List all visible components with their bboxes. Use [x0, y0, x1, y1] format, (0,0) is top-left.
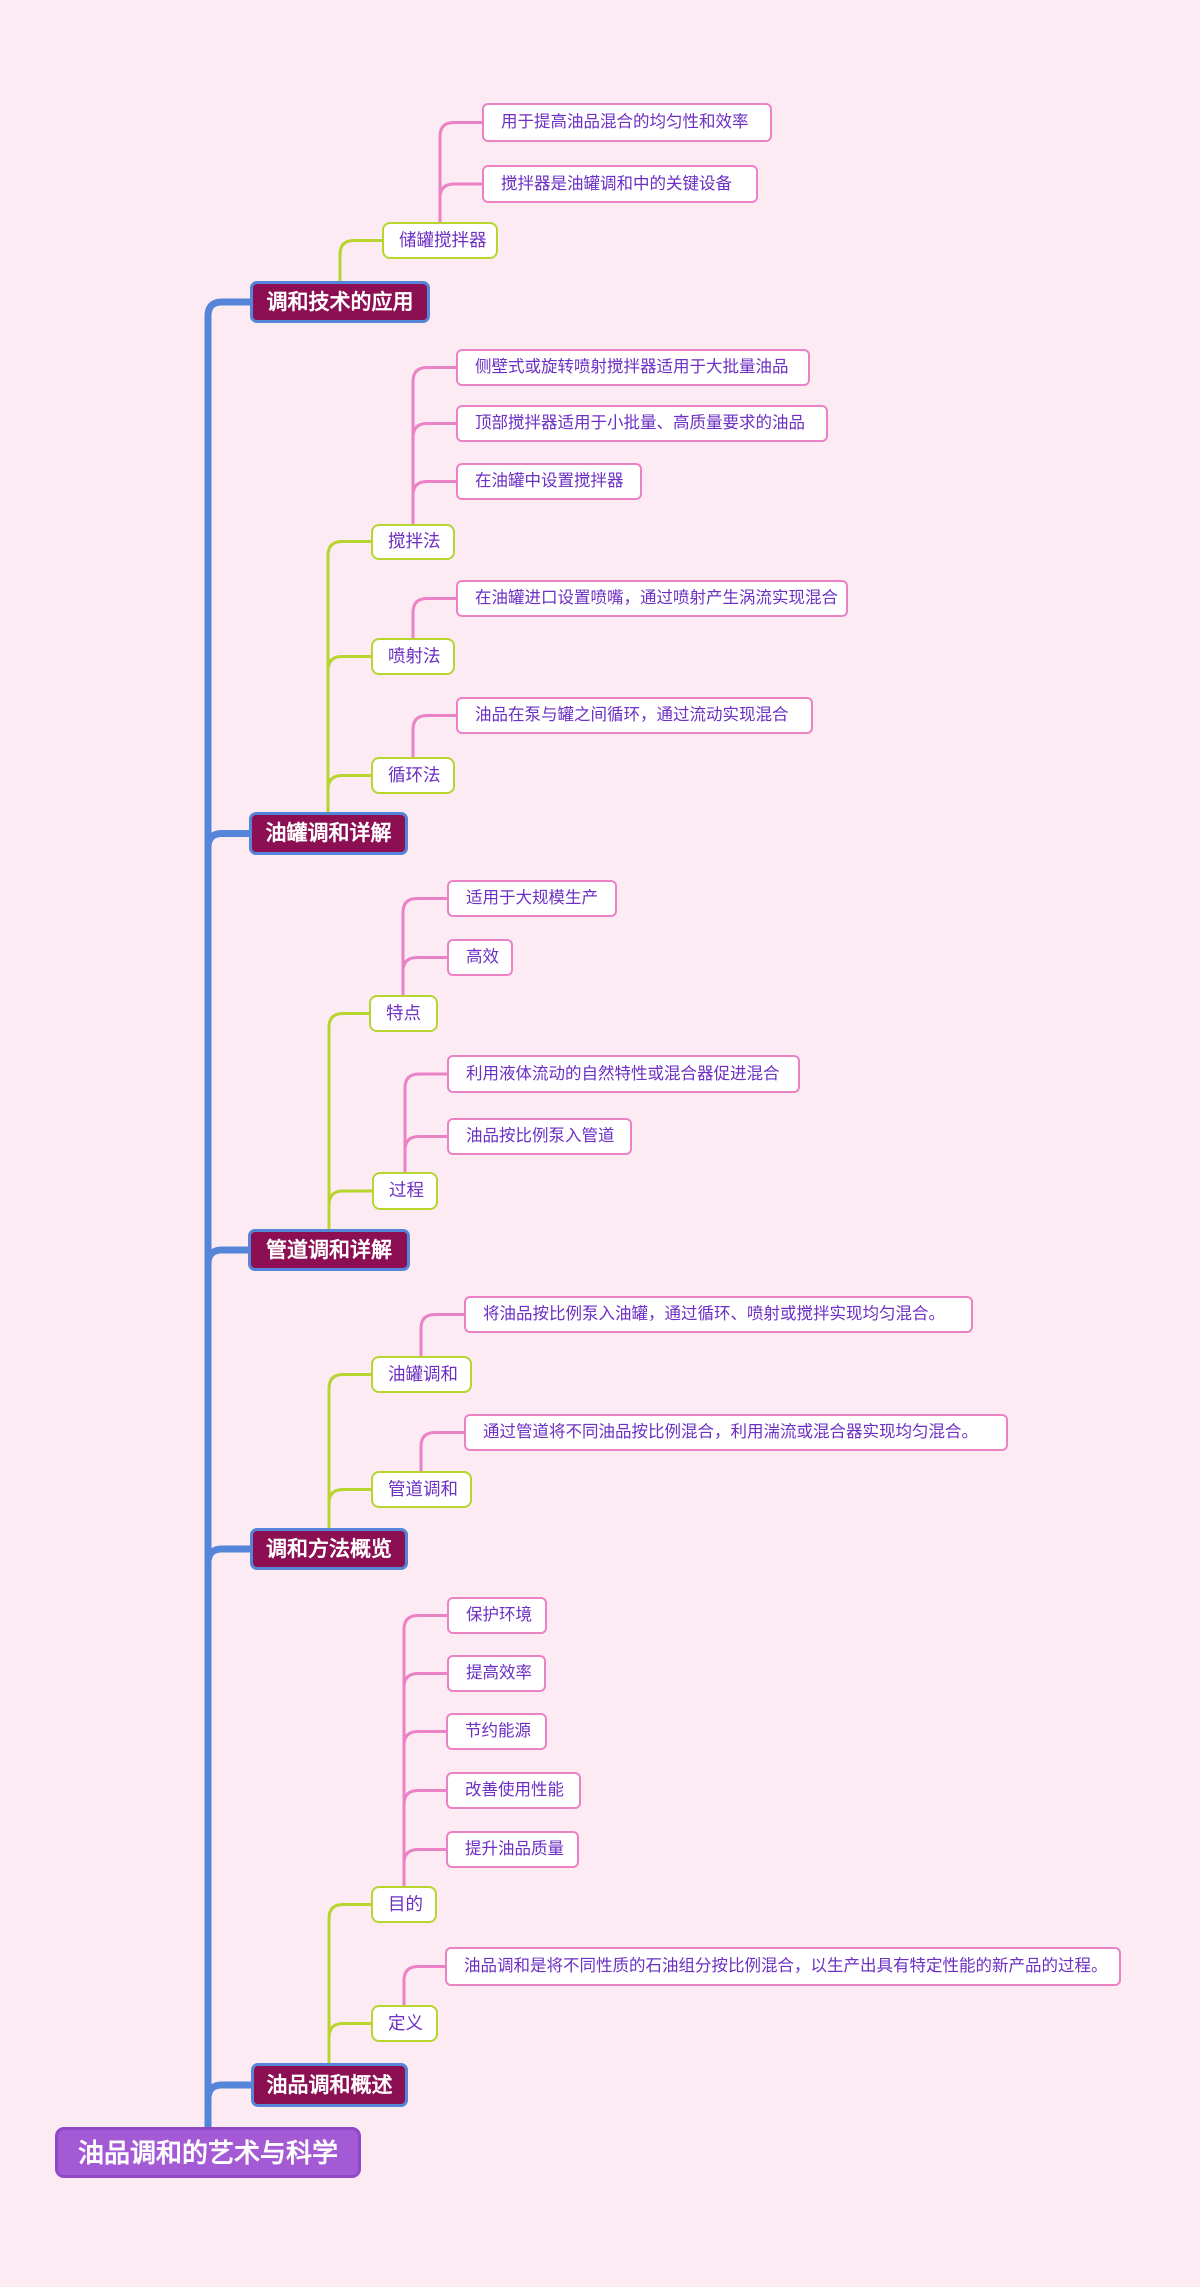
subtopic-definition[interactable]: 定义	[371, 2005, 438, 2042]
leaf-improve-usability[interactable]: 改善使用性能	[446, 1772, 581, 1809]
main-topic-methods-overview[interactable]: 调和方法概览	[250, 1528, 408, 1570]
leaf-uniformity-efficiency[interactable]: 用于提高油品混合的均匀性和效率	[482, 103, 772, 142]
subtopic-tank-agitator[interactable]: 储罐搅拌器	[382, 222, 498, 259]
leaf-large-scale-production[interactable]: 适用于大规模生产	[447, 880, 617, 917]
leaf-efficient[interactable]: 高效	[447, 939, 513, 976]
leaf-tank-blending-description[interactable]: 将油品按比例泵入油罐，通过循环、喷射或搅拌实现均匀混合。	[464, 1296, 973, 1333]
leaf-side-wall-jet-agitator[interactable]: 侧壁式或旋转喷射搅拌器适用于大批量油品	[456, 349, 810, 386]
leaf-nozzle-vortex-mixing[interactable]: 在油罐进口设置喷嘴，通过喷射产生涡流实现混合	[456, 580, 848, 617]
main-topic-blending-tech-application[interactable]: 调和技术的应用	[250, 281, 430, 323]
subtopic-features[interactable]: 特点	[369, 995, 438, 1032]
subtopic-stirring-method[interactable]: 搅拌法	[371, 524, 455, 560]
trunk-blue	[204, 298, 255, 2131]
leaf-improve-efficiency[interactable]: 提高效率	[447, 1655, 546, 1692]
subtopic-pipeline-blending[interactable]: 管道调和	[371, 1471, 472, 1508]
leaf-top-agitator[interactable]: 顶部搅拌器适用于小批量、高质量要求的油品	[456, 405, 828, 442]
leaf-improve-oil-quality[interactable]: 提升油品质量	[446, 1831, 579, 1868]
leaf-definition-text[interactable]: 油品调和是将不同性质的石油组分按比例混合，以生产出具有特定性能的新产品的过程。	[445, 1947, 1121, 1986]
leaf-pump-tank-circulation[interactable]: 油品在泵与罐之间循环，通过流动实现混合	[456, 697, 813, 734]
leaf-save-energy[interactable]: 节约能源	[446, 1713, 547, 1750]
leaf-agitator-key-equipment[interactable]: 搅拌器是油罐调和中的关键设备	[482, 165, 758, 203]
subtopic-process[interactable]: 过程	[372, 1172, 438, 1210]
main-topic-pipeline-blending-detail[interactable]: 管道调和详解	[248, 1229, 410, 1271]
branch-green	[326, 239, 384, 2065]
subtopic-circulation-method[interactable]: 循环法	[371, 757, 455, 794]
leaf-pipeline-blending-description[interactable]: 通过管道将不同油品按比例混合，利用湍流或混合器实现均匀混合。	[464, 1414, 1008, 1451]
main-topic-oil-blending-overview[interactable]: 油品调和概述	[251, 2063, 408, 2107]
main-topic-tank-blending-detail[interactable]: 油罐调和详解	[249, 812, 408, 855]
subtopic-purpose[interactable]: 目的	[371, 1886, 437, 1923]
root-topic[interactable]: 油品调和的艺术与科学	[55, 2127, 361, 2178]
subtopic-jet-method[interactable]: 喷射法	[371, 638, 455, 675]
leaf-install-agitator-in-tank[interactable]: 在油罐中设置搅拌器	[456, 463, 642, 500]
leaf-natural-flow-or-mixer[interactable]: 利用液体流动的自然特性或混合器促进混合	[447, 1055, 800, 1093]
leaf-pump-into-pipeline[interactable]: 油品按比例泵入管道	[447, 1118, 632, 1155]
leaf-protect-environment[interactable]: 保护环境	[447, 1597, 547, 1634]
branch-pink	[401, 121, 484, 2007]
subtopic-tank-blending[interactable]: 油罐调和	[371, 1356, 472, 1393]
